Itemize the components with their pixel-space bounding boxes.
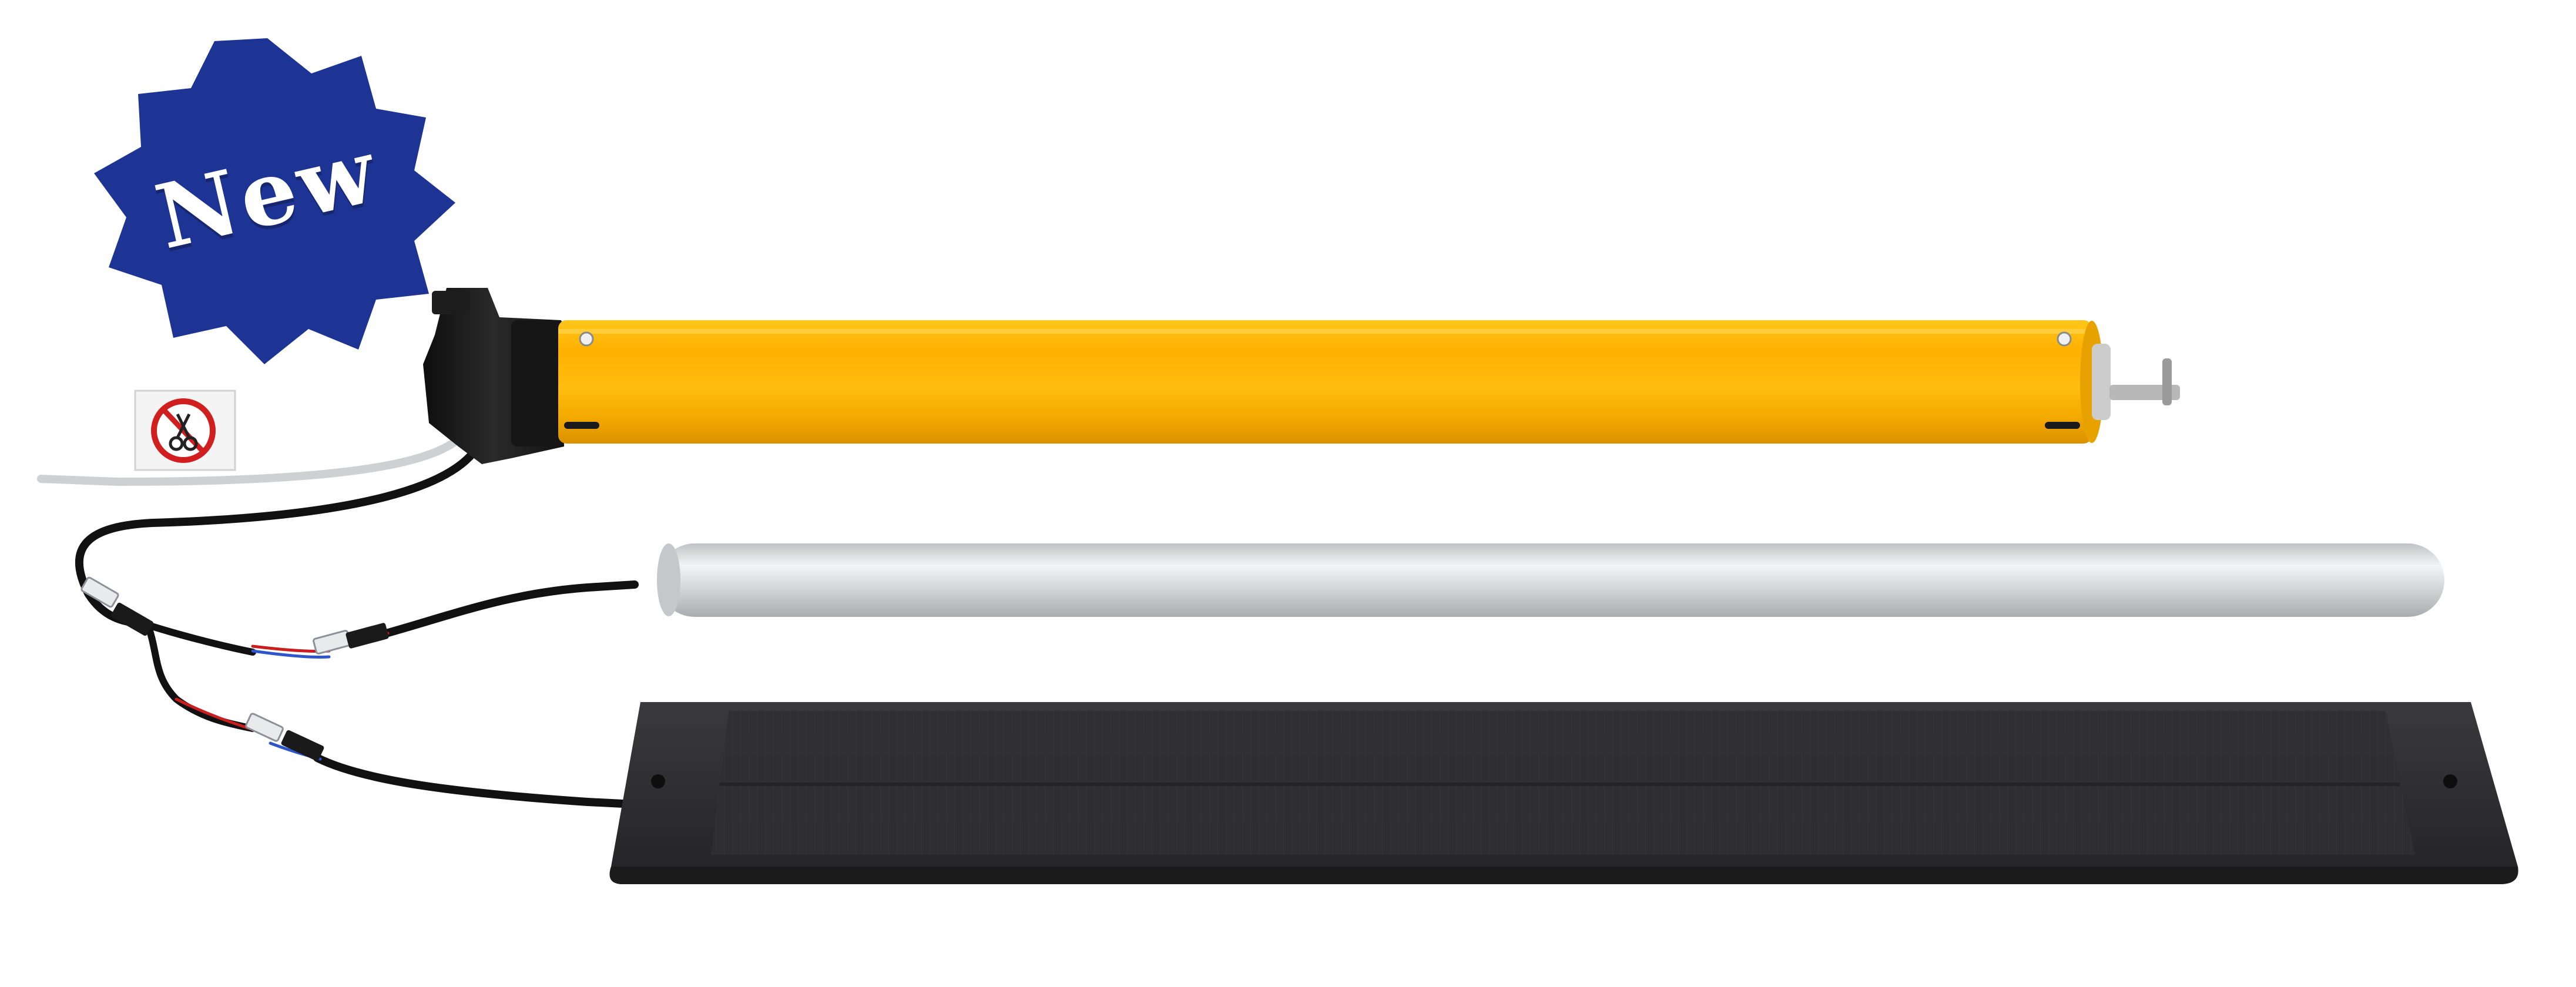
no-cutting-scissors-icon: [151, 398, 216, 463]
connector-a: [80, 576, 119, 608]
connector-c: [313, 630, 351, 654]
panel-hole-left: [651, 774, 665, 788]
connector-f: [281, 730, 324, 761]
new-badge: [94, 38, 455, 364]
connector-b: [111, 602, 153, 636]
motor-tube: [558, 320, 2180, 444]
solar-panel: [609, 702, 2518, 884]
cable-tag: [134, 390, 236, 471]
connector-e: [245, 713, 284, 742]
connectors: [80, 576, 389, 761]
motor-head: [423, 288, 564, 464]
tube-screw-right: [2057, 331, 2072, 347]
panel-hole-right: [2443, 774, 2457, 788]
aluminium-tube: [657, 543, 2444, 617]
tube-screw-left: [579, 331, 594, 347]
badge-starburst: [94, 38, 455, 364]
connector-d: [346, 623, 389, 649]
